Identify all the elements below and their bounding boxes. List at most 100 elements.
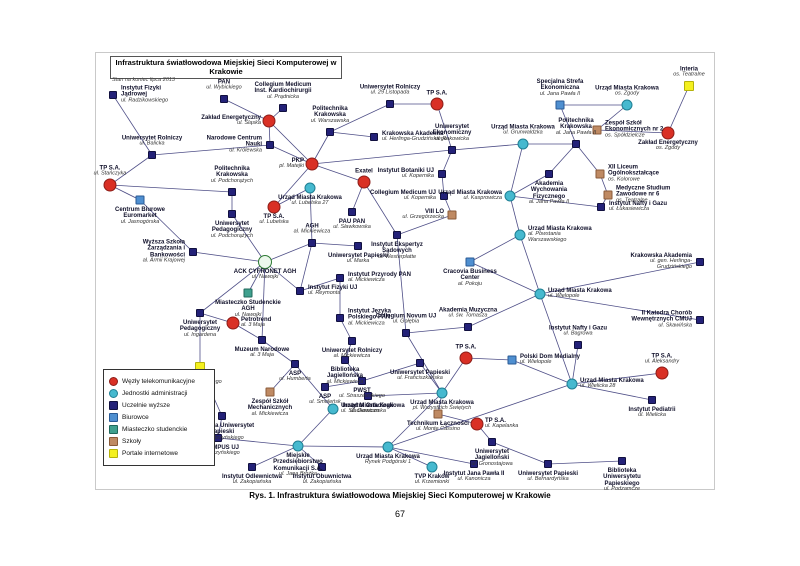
node-pediatria [648, 396, 656, 404]
node-umk_wss [436, 387, 448, 399]
legend-label: Szkoły [122, 438, 142, 445]
node-ifj [109, 91, 117, 99]
node-ies [393, 231, 401, 239]
node-ijp_pan [336, 314, 344, 322]
node-cmuj_kopernika [440, 192, 448, 200]
legend-marker-telecom [109, 377, 118, 386]
node-xii_lo [595, 169, 605, 179]
node-am [464, 323, 472, 331]
node-umk_kasprowicza [504, 190, 516, 202]
node-mn [258, 336, 266, 344]
node-pwst [358, 377, 366, 385]
legend-marker-uni [109, 401, 118, 410]
node-technikum [433, 409, 443, 419]
legend-item: Szkoły [109, 437, 209, 446]
node-asp_smolensk [321, 383, 329, 391]
node-cyfronet [258, 255, 272, 269]
node-bup_bobrz [218, 412, 226, 420]
node-umk_wielicka [566, 378, 578, 390]
node-pau_pan [348, 208, 356, 216]
legend-label: Jednostki administracji [122, 390, 188, 397]
legend-item: Jednostki administracji [109, 389, 209, 398]
node-euromarket [135, 195, 145, 205]
legend-item: Biurowce [109, 413, 209, 422]
node-ur_29lis [386, 100, 394, 108]
node-sse [555, 100, 565, 110]
node-uj_gronostajowa [488, 438, 496, 446]
node-umk_lubelska [304, 182, 316, 194]
node-ncn [266, 141, 274, 149]
legend-marker-school [109, 437, 118, 446]
node-ijp2_kanonicza [470, 460, 478, 468]
page-number: 67 [394, 509, 405, 519]
diagram-subtitle: Stan na koniec lipca 2013 [112, 77, 175, 83]
node-ur_balicka [148, 151, 156, 159]
legend-item: Miasteczko studenckie [109, 425, 209, 434]
node-up_franc [416, 359, 424, 367]
legend-label: Uczelnie wyższe [122, 402, 171, 409]
node-viii_lo [447, 210, 457, 220]
node-pk_warszawska [326, 128, 334, 136]
node-krak_akad1 [370, 133, 378, 141]
legend-item: Portale internetowe [109, 449, 209, 458]
node-pk_podchorazych [228, 188, 236, 196]
node-wszib [189, 248, 197, 256]
legend-item: Węzły telekomunikacyjne [109, 377, 209, 386]
legend-marker-admin [109, 389, 118, 398]
node-iop_pan [336, 274, 344, 282]
node-pan_wyb [220, 95, 228, 103]
node-ze_slaska [262, 114, 276, 128]
node-asp_humberta [291, 360, 299, 368]
node-umk_grunwaldzka [517, 138, 529, 150]
node-tpsa_wielopole [459, 351, 473, 365]
node-umk_oszgody [621, 99, 633, 111]
legend-label: Biurowce [122, 414, 149, 421]
node-bup_podzamcze [618, 457, 626, 465]
legend-marker-portal [109, 449, 118, 458]
node-kampus [214, 434, 222, 442]
node-zse2 [592, 125, 602, 135]
node-odlewnictwo [248, 463, 256, 471]
node-umk_podgorski [382, 441, 394, 453]
node-umk_wielopole [534, 288, 546, 300]
node-pdm [507, 355, 517, 365]
node-cnuj [402, 329, 410, 337]
node-tpsa_lubelska [267, 200, 281, 214]
node-onkologia [364, 392, 372, 400]
node-cracovia [465, 257, 475, 267]
legend-marker-student [109, 425, 118, 434]
legend-label: Miasteczko studenckie [122, 426, 188, 433]
node-pkp [305, 157, 319, 171]
node-msz6 [603, 190, 613, 200]
node-obuwnictwo [318, 463, 326, 471]
node-ing_lukasiewicza [597, 203, 605, 211]
diagram-title: Infrastruktura światłowodowa Miejskiej S… [110, 56, 342, 80]
node-ing_bagrowa [574, 341, 582, 349]
node-cm_kardio [279, 104, 287, 112]
node-interia [684, 81, 694, 91]
node-mpk [292, 440, 304, 452]
node-if_uj [296, 287, 304, 295]
node-up_bernardynska [544, 460, 552, 468]
node-awf [545, 170, 553, 178]
legend-label: Węzły telekomunikacyjne [122, 378, 195, 385]
node-ze_zgody [661, 126, 675, 140]
node-umk_stachowicza [327, 403, 339, 415]
node-up_podchorazych [228, 210, 236, 218]
node-tvp [426, 461, 438, 473]
node-uek [448, 146, 456, 154]
legend-label: Portale internetowe [122, 450, 179, 457]
node-zsm [265, 387, 275, 397]
node-bj [341, 356, 349, 364]
node-krak_akad2 [696, 258, 704, 266]
legend-item: Uczelnie wyższe [109, 401, 209, 410]
node-msagh [243, 288, 253, 298]
node-ib_uj [438, 170, 446, 178]
node-kchw [696, 316, 704, 324]
node-umk_powstania [514, 229, 526, 241]
node-up_marka [354, 242, 362, 250]
node-petrotrend [226, 316, 240, 330]
node-tpsa_top [430, 97, 444, 111]
